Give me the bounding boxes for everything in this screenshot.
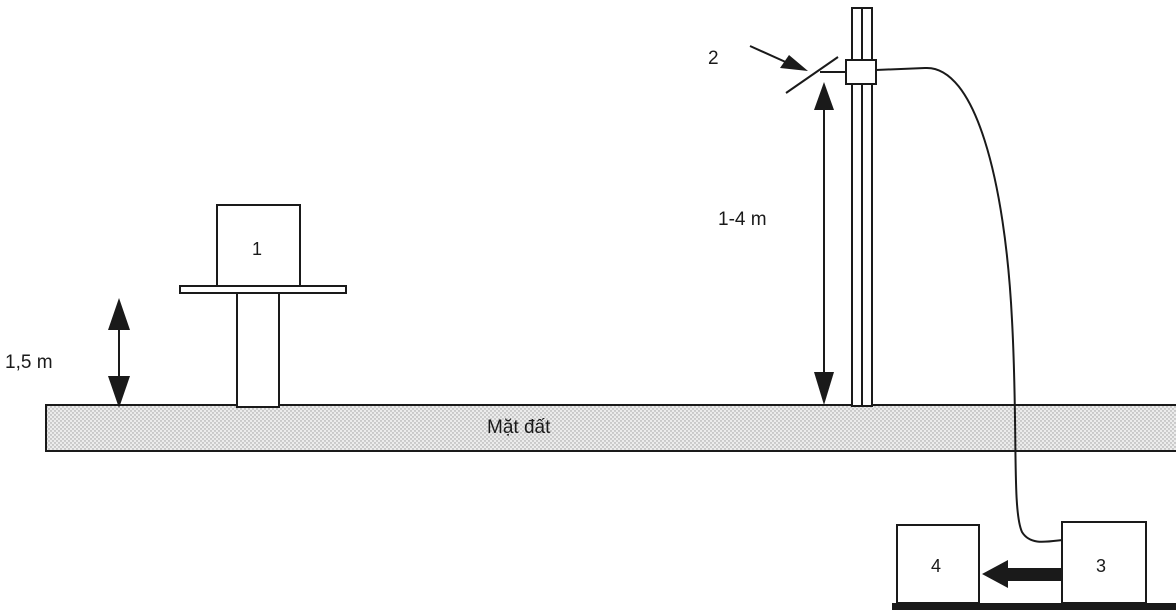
item-1-label: 1: [252, 239, 262, 259]
height-marker-left-label: 1,5 m: [5, 352, 53, 373]
item-2-sensor-housing: [845, 59, 877, 85]
data-flow-arrow-body: [1005, 568, 1063, 581]
ground-strip: [45, 404, 1176, 452]
item-4-label: 4: [931, 556, 941, 576]
signal-cable: [875, 66, 1063, 543]
data-flow-arrow: [982, 560, 1063, 588]
ground: Mặt đất: [45, 404, 1176, 452]
height-marker-right-label: 1-4 m: [718, 209, 767, 230]
item-4-recorder: 4: [896, 524, 980, 604]
data-flow-arrow-head: [982, 560, 1008, 588]
item-1-platform: [179, 285, 347, 294]
item-2-mast: 2: [708, 7, 877, 407]
item-2-pointer-head: [780, 55, 808, 71]
item-1-post: [236, 292, 280, 408]
item-3-logger: 3: [1061, 521, 1147, 604]
item-4-box: [896, 524, 980, 604]
item-3-box: [1061, 521, 1147, 604]
item-2-label: 2: [708, 48, 719, 69]
height-marker-right: 1-4 m: [718, 82, 834, 405]
height-marker-right-arrow-down: [814, 372, 834, 405]
item-1-box: [216, 204, 301, 287]
height-marker-left-arrow-down: [108, 376, 130, 408]
ground-label: Mặt đất: [487, 417, 551, 438]
height-marker-left-arrow-up: [108, 298, 130, 330]
item-1-pedestal-station: 1: [179, 204, 347, 408]
item-2-sensor-plate: [785, 56, 839, 94]
item-2-pointer-shaft: [749, 45, 791, 65]
equipment-base: [892, 603, 1176, 610]
height-marker-left: 1,5 m: [5, 298, 130, 408]
height-marker-right-arrow-up: [814, 82, 834, 110]
item-3-label: 3: [1096, 556, 1106, 576]
